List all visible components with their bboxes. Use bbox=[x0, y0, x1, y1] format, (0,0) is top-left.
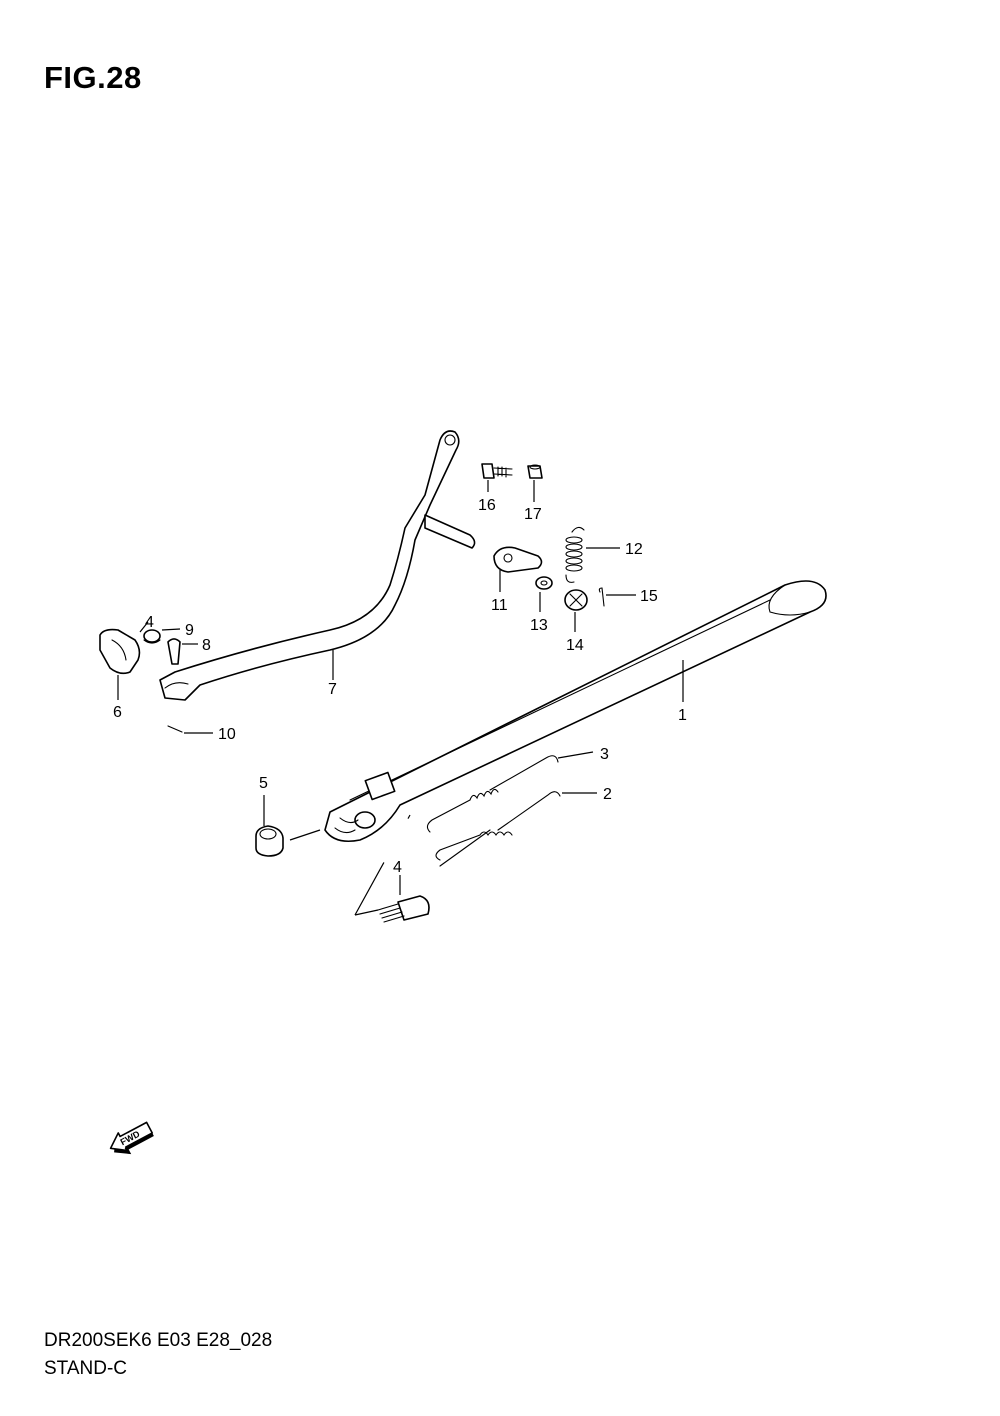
callout-6: 6 bbox=[113, 704, 122, 721]
stand-lever[interactable] bbox=[159, 430, 476, 701]
plate-11[interactable] bbox=[493, 546, 543, 573]
callout-labels: 1 2 3 4 4 5 6 7 8 9 10 11 12 13 14 15 16… bbox=[113, 497, 687, 876]
callout-16: 16 bbox=[478, 497, 496, 514]
washer-9[interactable] bbox=[143, 629, 161, 644]
fwd-arrow-icon: FWD bbox=[109, 1121, 154, 1155]
cotter-pin-15[interactable] bbox=[598, 587, 605, 607]
callout-2: 2 bbox=[603, 786, 612, 803]
pin-10[interactable] bbox=[167, 725, 183, 733]
spring-upper[interactable] bbox=[426, 755, 559, 833]
callout-4-lever: 4 bbox=[145, 614, 154, 631]
spring-12[interactable] bbox=[565, 526, 585, 583]
pivot-nut[interactable] bbox=[255, 825, 284, 857]
callout-3: 3 bbox=[600, 746, 609, 763]
callout-13: 13 bbox=[530, 617, 548, 634]
callout-12: 12 bbox=[625, 541, 643, 558]
leader-lines bbox=[117, 480, 684, 916]
bolt-16[interactable] bbox=[481, 463, 513, 479]
callout-17: 17 bbox=[524, 506, 542, 523]
bracket[interactable] bbox=[99, 628, 141, 675]
callout-14: 14 bbox=[566, 637, 584, 654]
callout-1: 1 bbox=[678, 707, 687, 724]
callout-15: 15 bbox=[640, 588, 658, 605]
washer-13[interactable] bbox=[535, 576, 553, 590]
figure-title: FIG.28 bbox=[44, 60, 142, 95]
pivot-bolt[interactable] bbox=[377, 895, 430, 923]
nut-17[interactable] bbox=[527, 464, 543, 479]
callout-11: 11 bbox=[491, 597, 508, 614]
callout-10: 10 bbox=[218, 726, 236, 743]
screw-8[interactable] bbox=[167, 638, 181, 665]
callout-8: 8 bbox=[202, 637, 211, 654]
spring-lower[interactable] bbox=[435, 791, 561, 867]
callout-5: 5 bbox=[259, 775, 268, 792]
figure-name: STAND-C bbox=[44, 1358, 128, 1379]
callout-7: 7 bbox=[328, 681, 337, 698]
side-stand[interactable] bbox=[324, 580, 827, 843]
callout-4-bolt: 4 bbox=[393, 859, 402, 876]
nut-14[interactable] bbox=[564, 589, 588, 611]
figure-code: DR200SEK6 E03 E28_028 bbox=[44, 1330, 273, 1351]
callout-9: 9 bbox=[185, 622, 194, 639]
